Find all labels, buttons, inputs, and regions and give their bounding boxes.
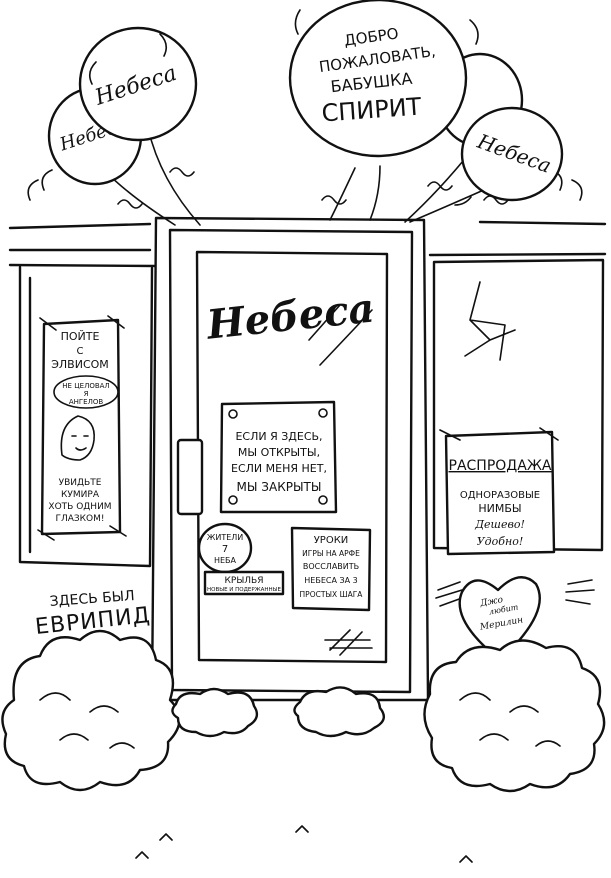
residents-line-2: 7 (222, 544, 228, 555)
wall-lines (8, 220, 607, 268)
balloon-welcome: ДОБРО ПОЖАЛОВАТЬ, БАБУШКА СПИРИТ (288, 0, 468, 158)
elvis-top-1: ПОЙТЕ (61, 330, 100, 343)
welcome-line-4: СПИРИТ (321, 93, 423, 128)
balloon-strings (27, 127, 583, 226)
wings-sticker: КРЫЛЬЯ НОВЫЕ И ПОДЕРЖАННЫЕ (203, 570, 285, 596)
sale-sign: РАСПРОДАЖА ОДНОРАЗОВЫЕ НИМБЫ Дешево! Удо… (439, 427, 559, 556)
wings-line-1: КРЫЛЬЯ (225, 576, 264, 586)
elvis-bubble-3: АНГЕЛОВ (69, 398, 104, 406)
hours-note-line-4: МЫ ЗАКРЫТЫ (237, 480, 322, 494)
harp-ad: УРОКИ ИГРЫ НА АРФЕ ВОССЛАВИТЬ НЕБЕСА ЗА … (290, 526, 372, 612)
left-window (18, 265, 154, 568)
graffiti-line-1: ЗДЕСЬ БЫЛ (49, 588, 135, 610)
grass-tufts (135, 825, 473, 863)
balloon-right: Небеса (460, 106, 564, 202)
hours-note: ЕСЛИ Я ЗДЕСЬ, МЫ ОТКРЫТЫ, ЕСЛИ МЕНЯ НЕТ,… (219, 400, 338, 514)
hours-note-line-3: ЕСЛИ МЕНЯ НЕТ, (231, 462, 327, 475)
bush-left (1, 629, 181, 792)
sale-line-2: НИМБЫ (478, 502, 521, 515)
wings-line-2: НОВЫЕ И ПОДЕРЖАННЫЕ (207, 587, 282, 593)
door-sign-text: Небеса (204, 284, 377, 348)
sale-title: РАСПРОДАЖА (449, 458, 552, 474)
elvis-bubble-2: Я (84, 390, 89, 398)
balloon-left-big: Небеса (78, 26, 198, 142)
residents-sticker: ЖИТЕЛИ 7 НЕБА (197, 522, 253, 574)
door-handle[interactable] (176, 438, 204, 516)
harp-ad-line-1: УРОКИ (314, 535, 349, 546)
bush-center (171, 686, 386, 738)
balloon-motion-lines (88, 9, 479, 206)
hours-note-line-1: ЕСЛИ Я ЗДЕСЬ, (235, 430, 322, 443)
elvis-bottom-1: УВИДЬТЕ (59, 478, 102, 488)
elvis-poster: ПОЙТЕ С ЭЛВИСОМ НЕ ЦЕЛОВАЛ Я АНГЕЛОВ УВИ… (37, 315, 127, 541)
elvis-face-drawing (60, 415, 95, 461)
sale-line-1: ОДНОРАЗОВЫЕ (460, 490, 540, 501)
harp-ad-line-2: ИГРЫ НА АРФЕ (302, 549, 360, 558)
elvis-top-2: С (77, 346, 84, 357)
winged-heart: Джо любит Мерилин (435, 576, 595, 662)
elvis-top-3: ЭЛВИСОМ (51, 358, 109, 371)
elvis-bottom-4: ГЛАЗКОМ! (55, 514, 104, 524)
harp-ad-line-3: ВОССЛАВИТЬ (303, 562, 359, 571)
residents-line-3: НЕБА (214, 556, 237, 565)
harp-ad-line-5: ПРОСТЫХ ШАГА (300, 590, 364, 599)
harp-ad-line-4: НЕБЕСА ЗА 3 (304, 576, 357, 585)
hours-note-line-2: МЫ ОТКРЫТЫ, (238, 446, 320, 459)
sale-line-3: Дешево! (474, 518, 525, 531)
elvis-bubble-1: НЕ ЦЕЛОВАЛ (62, 382, 109, 390)
right-window (432, 258, 605, 552)
residents-line-1: ЖИТЕЛИ (207, 533, 244, 542)
elvis-bottom-2: КУМИРА (61, 490, 100, 500)
bush-right (423, 639, 606, 793)
sale-line-4: Удобно! (477, 535, 524, 548)
heart-line-1: Джо (478, 595, 504, 609)
elvis-bottom-3: ХОТЬ ОДНИМ (48, 502, 111, 512)
